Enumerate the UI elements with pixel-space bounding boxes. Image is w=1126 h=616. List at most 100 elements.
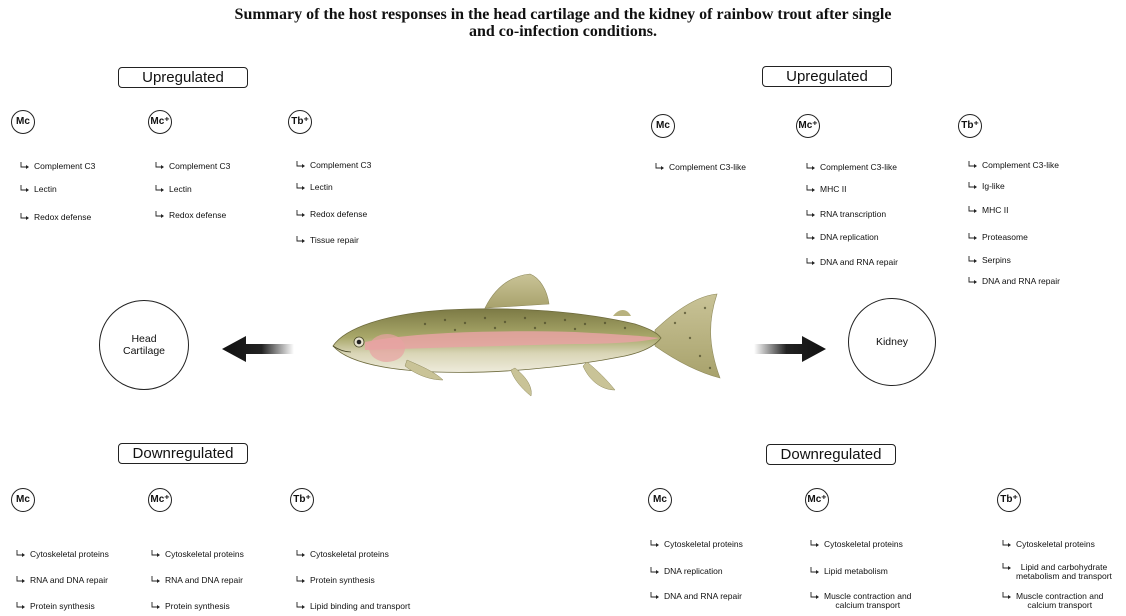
- response-item: Protein synthesis: [151, 602, 230, 611]
- response-item: DNA and RNA repair: [968, 277, 1060, 286]
- downregulated-header-left: Downregulated: [118, 443, 248, 464]
- response-item: Redox defense: [155, 211, 226, 220]
- response-item: Complement C3: [155, 162, 230, 171]
- response-item: Lipid binding and transport: [296, 602, 410, 611]
- response-item: Lectin: [20, 185, 57, 194]
- response-item: RNA transcription: [806, 210, 886, 219]
- response-item: Complement C3-like: [655, 163, 746, 172]
- response-item-label: Cytoskeletal proteins: [824, 540, 903, 549]
- response-item-label: DNA and RNA repair: [820, 258, 898, 267]
- response-item: RNA and DNA repair: [151, 576, 243, 585]
- response-item-label: Cytoskeletal proteins: [664, 540, 743, 549]
- bent-arrow-icon: [968, 182, 978, 190]
- response-item: Tissue repair: [296, 236, 359, 245]
- bent-arrow-icon: [1002, 592, 1012, 600]
- response-item: DNA and RNA repair: [806, 258, 898, 267]
- response-item: Redox defense: [296, 210, 367, 219]
- bent-arrow-icon: [296, 550, 306, 558]
- response-item-label: DNA and RNA repair: [664, 592, 742, 601]
- bent-arrow-icon: [20, 213, 30, 221]
- response-item-label: RNA and DNA repair: [165, 576, 243, 585]
- response-item: Cytoskeletal proteins: [1002, 540, 1095, 549]
- bent-arrow-icon: [16, 576, 26, 584]
- response-item-label: DNA replication: [820, 233, 879, 242]
- bent-arrow-icon: [655, 163, 665, 171]
- bent-arrow-icon: [810, 540, 820, 548]
- response-item: RNA and DNA repair: [16, 576, 108, 585]
- bent-arrow-icon: [810, 592, 820, 600]
- response-item-label: Complement C3-like: [982, 161, 1059, 170]
- group-badge: Mc⁺: [148, 110, 172, 134]
- bent-arrow-icon: [806, 185, 816, 193]
- response-item-label: Protein synthesis: [310, 576, 375, 585]
- response-item-label: MHC II: [982, 206, 1008, 215]
- response-item: DNA replication: [806, 233, 879, 242]
- upregulated-header-left: Upregulated: [118, 67, 248, 88]
- bent-arrow-icon: [20, 162, 30, 170]
- response-item-label: Lectin: [169, 185, 192, 194]
- group-badge: Mc⁺: [805, 488, 829, 512]
- group-badge: Mc: [651, 114, 675, 138]
- bent-arrow-icon: [296, 161, 306, 169]
- response-item: Cytoskeletal proteins: [296, 550, 389, 559]
- response-item: Lipid metabolism: [810, 567, 888, 576]
- group-badge: Tb⁺: [290, 488, 314, 512]
- response-item-label: Ig-like: [982, 182, 1005, 191]
- response-item: DNA and RNA repair: [650, 592, 742, 601]
- bent-arrow-icon: [20, 185, 30, 193]
- bent-arrow-icon: [296, 576, 306, 584]
- response-item: Lectin: [155, 185, 192, 194]
- response-item: Protein synthesis: [296, 576, 375, 585]
- head-cartilage-label-1: Head: [123, 333, 165, 345]
- bent-arrow-icon: [151, 550, 161, 558]
- bent-arrow-icon: [806, 258, 816, 266]
- group-badge: Tb⁺: [288, 110, 312, 134]
- arrow-right-icon: [754, 336, 826, 362]
- bent-arrow-icon: [1002, 563, 1012, 571]
- bent-arrow-icon: [1002, 540, 1012, 548]
- head-cartilage-circle: Head Cartilage: [99, 300, 189, 390]
- upregulated-header-right: Upregulated: [762, 66, 892, 87]
- response-item-label: Lectin: [310, 183, 333, 192]
- response-item: Cytoskeletal proteins: [810, 540, 903, 549]
- group-badge: Mc: [11, 110, 35, 134]
- response-item-label: Complement C3: [169, 162, 230, 171]
- bent-arrow-icon: [151, 602, 161, 610]
- response-item: Protein synthesis: [16, 602, 95, 611]
- response-item-label: MHC II: [820, 185, 846, 194]
- response-item-label: Cytoskeletal proteins: [165, 550, 244, 559]
- bent-arrow-icon: [806, 233, 816, 241]
- response-item: MHC II: [806, 185, 846, 194]
- arrow-left-icon: [222, 336, 294, 362]
- bent-arrow-icon: [806, 163, 816, 171]
- response-item-label: Protein synthesis: [30, 602, 95, 611]
- bent-arrow-icon: [968, 161, 978, 169]
- bent-arrow-icon: [968, 277, 978, 285]
- bent-arrow-icon: [968, 233, 978, 241]
- response-item-label: Cytoskeletal proteins: [30, 550, 109, 559]
- response-item: Proteasome: [968, 233, 1028, 242]
- response-item-label: DNA and RNA repair: [982, 277, 1060, 286]
- response-item: Cytoskeletal proteins: [151, 550, 244, 559]
- response-item-label: Cytoskeletal proteins: [1016, 540, 1095, 549]
- bent-arrow-icon: [968, 206, 978, 214]
- response-item-label: Lipid binding and transport: [310, 602, 410, 611]
- group-badge: Mc: [11, 488, 35, 512]
- response-item-label: Proteasome: [982, 233, 1028, 242]
- response-item: Cytoskeletal proteins: [650, 540, 743, 549]
- bent-arrow-icon: [806, 210, 816, 218]
- group-badge: Mc: [648, 488, 672, 512]
- response-item: Serpins: [968, 256, 1011, 265]
- bent-arrow-icon: [650, 592, 660, 600]
- group-badge: Tb⁺: [958, 114, 982, 138]
- title-line-2: and co-infection conditions.: [0, 23, 1126, 40]
- response-item-label: Lectin: [34, 185, 57, 194]
- kidney-circle: Kidney: [848, 298, 936, 386]
- bent-arrow-icon: [650, 540, 660, 548]
- bent-arrow-icon: [155, 211, 165, 219]
- response-item-label: Tissue repair: [310, 236, 359, 245]
- group-badge: Mc⁺: [796, 114, 820, 138]
